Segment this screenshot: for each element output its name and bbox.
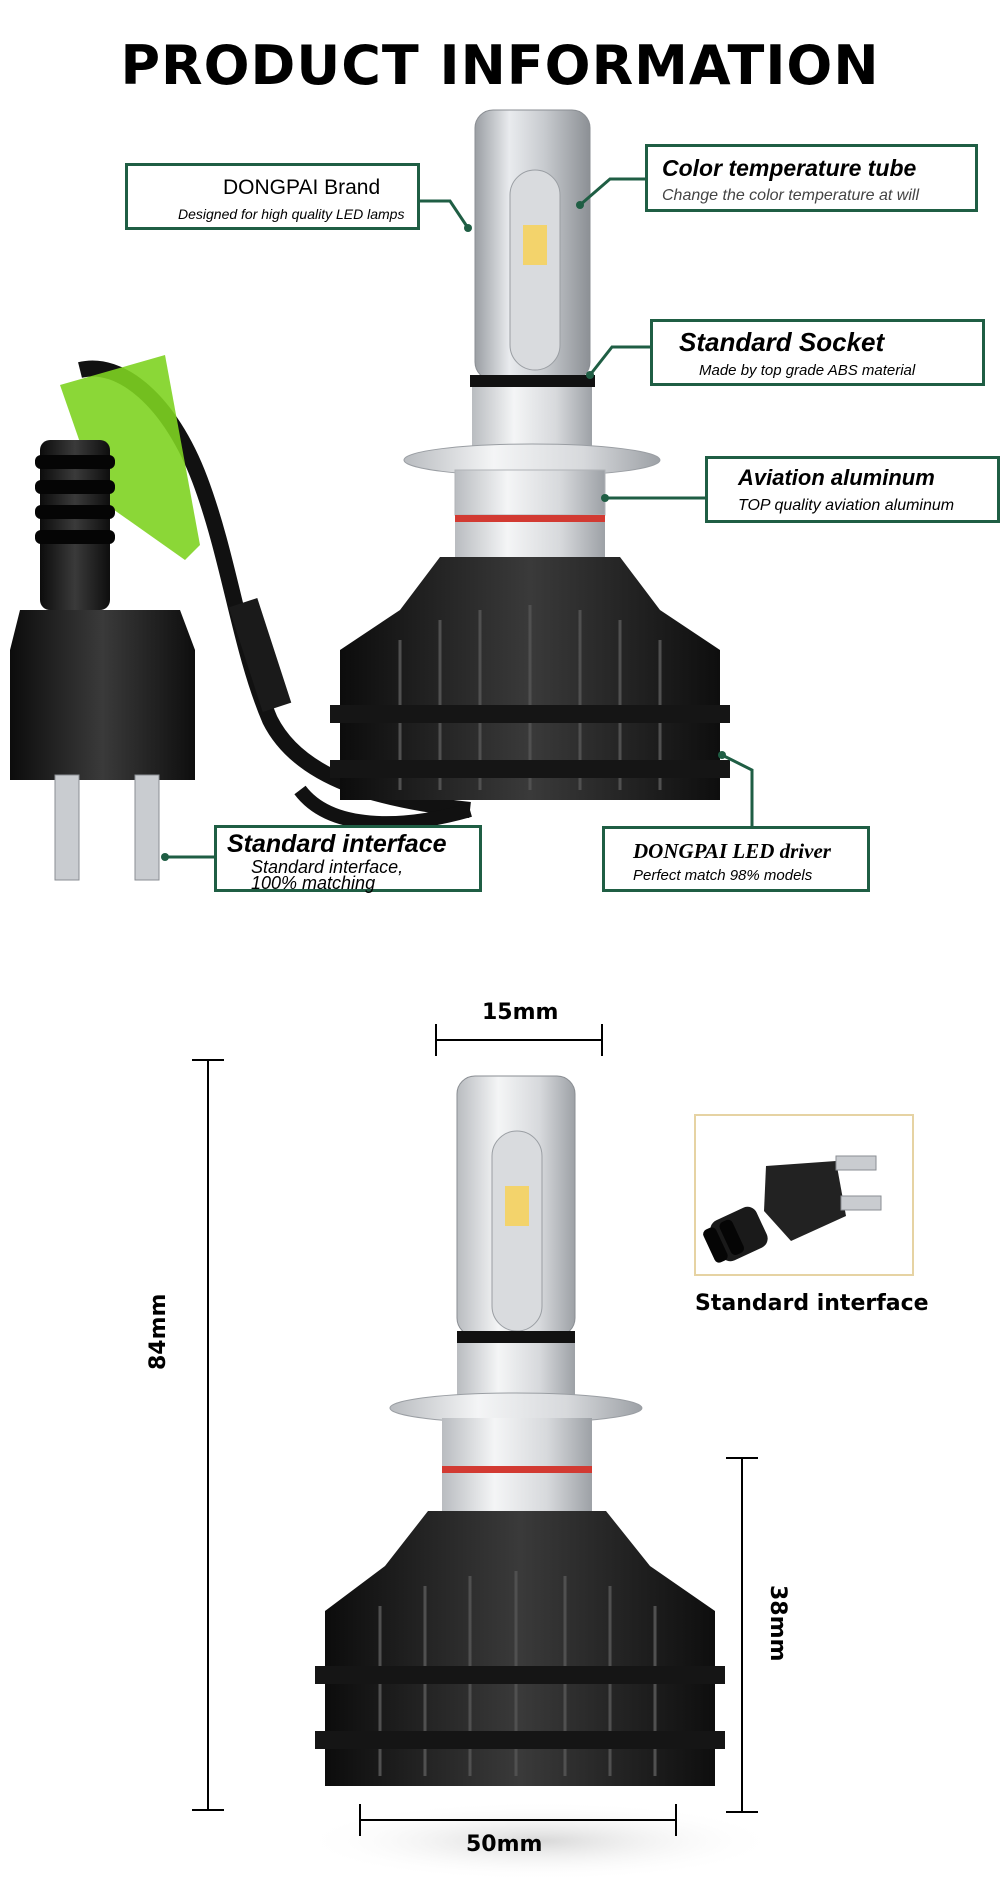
inset-plug-housing: [764, 1161, 846, 1241]
plug-pin-right: [134, 774, 160, 881]
callout-driver: DONGPAI LED driver Perfect match 98% mod…: [602, 826, 870, 892]
page-title: PRODUCT INFORMATION: [120, 34, 880, 97]
product-photo-dimensions: [300, 1075, 780, 1881]
callout-color-tube-subtitle: Change the color temperature at will: [662, 187, 920, 204]
callout-driver-subtitle: Perfect match 98% models: [633, 867, 813, 884]
callout-interface-subtitle-2: 100% matching: [251, 873, 376, 893]
plug-housing: [10, 610, 195, 780]
callout-interface: Standard interface Standard interface, 1…: [214, 825, 482, 893]
callout-color-tube-title: Color temperature tube: [662, 155, 917, 181]
inset-plug-image: [703, 1155, 882, 1263]
callout-brand-title: DONGPAI Brand: [223, 176, 381, 199]
callout-driver-title: DONGPAI LED driver: [633, 839, 831, 863]
callout-color-tube: Color temperature tube Change the color …: [645, 144, 978, 212]
dimension-width-base: 50mm: [466, 1832, 543, 1857]
callout-socket-title: Standard Socket: [679, 327, 885, 357]
callout-socket-subtitle: Made by top grade ABS material: [699, 362, 916, 379]
led-chip: [523, 225, 547, 265]
dim-heatsink: [325, 1511, 715, 1786]
cable-label: [228, 598, 292, 712]
product-photo-top: [10, 109, 730, 881]
inset-pin-bottom: [840, 1195, 882, 1211]
dimension-height-base: 38mm: [765, 1585, 790, 1662]
plug-pin-left: [54, 774, 80, 881]
dimension-height-total: 84mm: [146, 1293, 171, 1370]
green-tag: [60, 355, 200, 560]
callout-socket: Standard Socket Made by top grade ABS ma…: [650, 319, 985, 386]
seal-ring: [455, 515, 605, 522]
callout-interface-subtitle-1: Standard interface,: [251, 857, 404, 877]
callout-aluminum: Aviation aluminum TOP quality aviation a…: [705, 456, 1000, 523]
callout-connectors: [161, 177, 754, 861]
dimension-width-top: 15mm: [482, 1000, 559, 1025]
callout-aluminum-subtitle: TOP quality aviation aluminum: [738, 497, 955, 514]
callout-brand-subtitle: Designed for high quality LED lamps: [178, 206, 405, 222]
callout-aluminum-title: Aviation aluminum: [738, 465, 935, 490]
inset-plug-box: [694, 1114, 914, 1276]
inset-pin-top: [835, 1155, 877, 1171]
callout-brand: DONGPAI Brand Designed for high quality …: [125, 163, 420, 230]
callout-interface-title: Standard interface: [227, 830, 447, 858]
inset-label: Standard interface: [695, 1291, 929, 1316]
